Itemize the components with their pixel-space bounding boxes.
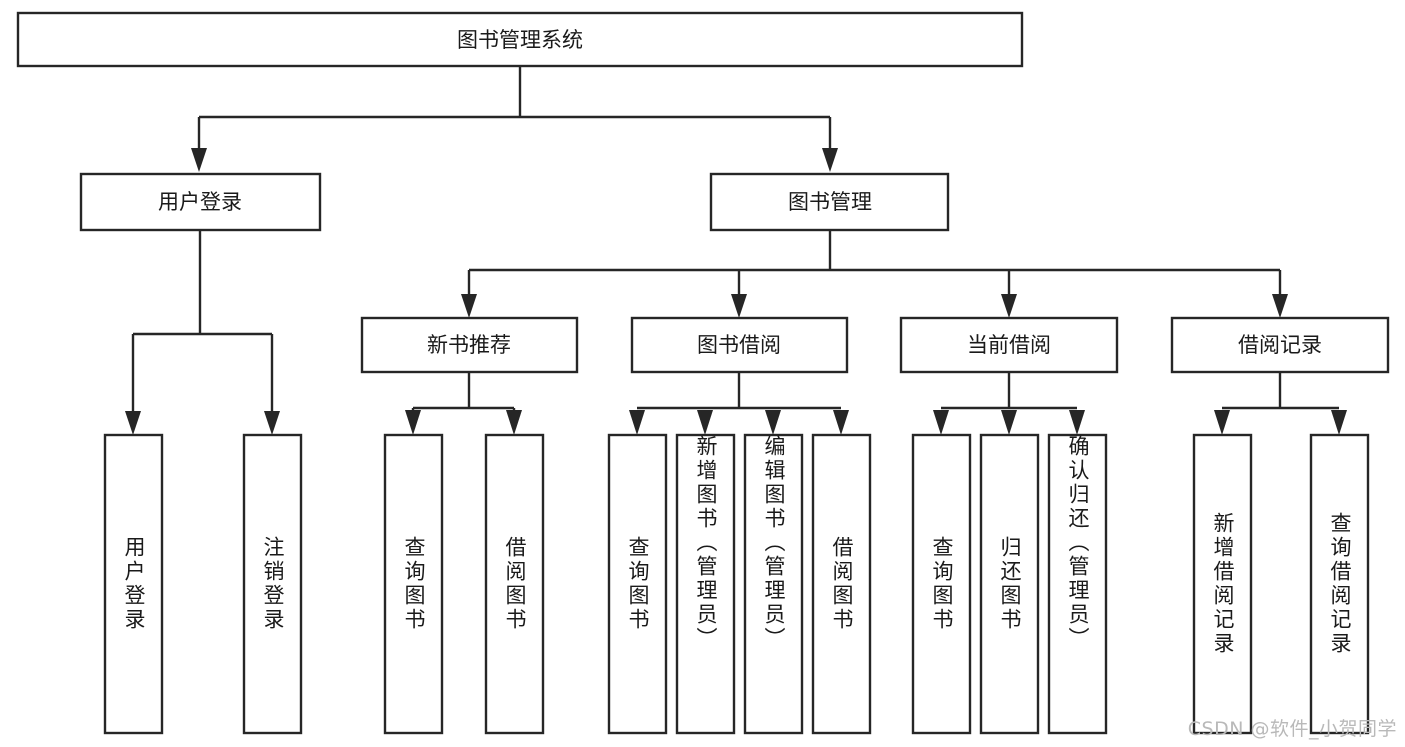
node-new-book-recommend[interactable]: 新书推荐	[360, 316, 579, 374]
node-current-borrow-box[interactable]	[899, 316, 1119, 374]
leaf-box-user-login-0[interactable]	[103, 433, 164, 735]
arrow-head-user-login-2	[264, 411, 280, 435]
arrow-head-root-2	[822, 148, 838, 172]
node-new-book-recommend-label: 新书推荐	[427, 333, 511, 357]
node-new-book-recommend-box[interactable]	[360, 316, 579, 374]
arrow-head-book-borrow-1	[629, 410, 645, 435]
leaf-box-new-book-recommend-1[interactable]	[484, 433, 545, 735]
leaf-box-current-borrow-2[interactable]	[1047, 433, 1108, 735]
node-current-borrow-label: 当前借阅	[967, 333, 1051, 357]
arrow-head-root-1	[191, 148, 207, 172]
arrow-head-book-management-3	[1001, 294, 1017, 318]
node-user-login-label: 用户登录	[158, 190, 242, 214]
leaf-box-book-borrow-3[interactable]	[811, 433, 872, 735]
arrow-head-user-login-1	[125, 411, 141, 435]
node-root-box[interactable]	[16, 11, 1024, 68]
arrow-head-new-book-recommend-1	[405, 410, 421, 435]
node-book-management-label: 图书管理	[788, 190, 872, 214]
arrow-head-new-book-recommend-2	[506, 410, 522, 435]
arrow-head-book-borrow-2	[697, 410, 713, 435]
node-borrow-record-label: 借阅记录	[1238, 333, 1322, 357]
arrow-head-book-management-4	[1272, 294, 1288, 318]
arrow-head-book-borrow-3	[765, 410, 781, 435]
arrow-head-current-borrow-3	[1069, 410, 1085, 435]
node-book-management[interactable]: 图书管理	[709, 172, 950, 232]
node-root[interactable]: 图书管理系统	[16, 11, 1024, 68]
node-book-management-box[interactable]	[709, 172, 950, 232]
leaf-box-book-borrow-0[interactable]	[607, 433, 668, 735]
leaf-box-book-borrow-2[interactable]	[743, 433, 804, 735]
node-current-borrow[interactable]: 当前借阅	[899, 316, 1119, 374]
node-borrow-record-box[interactable]	[1170, 316, 1390, 374]
leaf-box-current-borrow-1[interactable]	[979, 433, 1040, 735]
leaf-box-new-book-recommend-0[interactable]	[383, 433, 444, 735]
node-book-borrow-label: 图书借阅	[697, 333, 781, 357]
arrow-head-current-borrow-2	[1001, 410, 1017, 435]
arrow-head-book-management-2	[731, 294, 747, 318]
arrow-head-borrow-record-2	[1331, 410, 1347, 435]
node-book-borrow[interactable]: 图书借阅	[630, 316, 849, 374]
node-root-label: 图书管理系统	[457, 28, 583, 52]
leaf-box-user-login-1[interactable]	[242, 433, 303, 735]
node-user-login[interactable]: 用户登录	[79, 172, 322, 232]
arrow-head-book-borrow-4	[833, 410, 849, 435]
arrow-head-current-borrow-1	[933, 410, 949, 435]
leaf-box-current-borrow-0[interactable]	[911, 433, 972, 735]
arrow-head-book-management-1	[461, 294, 477, 318]
leaf-box-borrow-record-0[interactable]	[1192, 433, 1253, 735]
arrow-head-borrow-record-1	[1214, 410, 1230, 435]
node-book-borrow-box[interactable]	[630, 316, 849, 374]
leaf-box-book-borrow-1[interactable]	[675, 433, 736, 735]
watermark-text: CSDN @软件_小贺同学	[1187, 718, 1397, 740]
node-borrow-record[interactable]: 借阅记录	[1170, 316, 1390, 374]
leaf-box-borrow-record-1[interactable]	[1309, 433, 1370, 735]
